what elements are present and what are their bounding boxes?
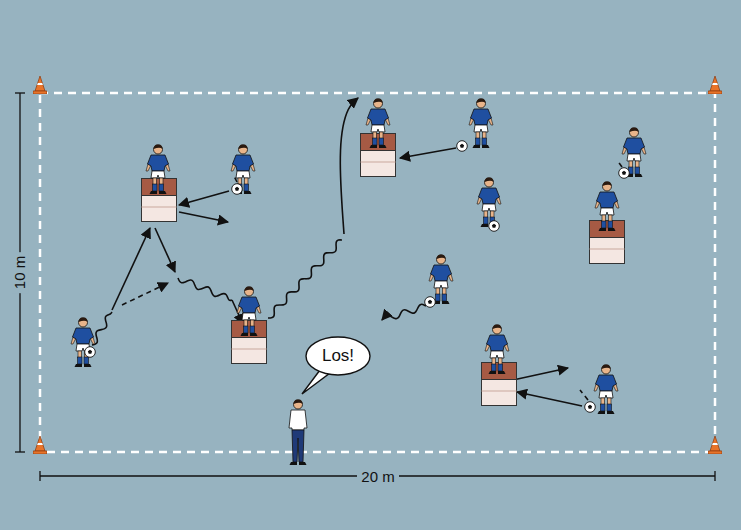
field-boundary: [40, 93, 715, 452]
movement-arrow: [92, 312, 112, 345]
speech-bubble: Los!: [305, 336, 371, 376]
movement-arrow: [617, 160, 622, 167]
movement-arrow: [340, 98, 358, 234]
speech-text: Los!: [322, 346, 354, 366]
bubble-body: [306, 337, 370, 375]
movement-arrow: [382, 304, 426, 320]
balls: [85, 141, 630, 413]
movement-arrow: [513, 368, 568, 380]
dimension-lines: [15, 93, 715, 481]
movement-arrows: [92, 98, 622, 406]
players: [71, 98, 646, 465]
movement-arrow: [400, 148, 456, 158]
movement-arrow: [112, 228, 150, 310]
movement-arrow: [580, 390, 588, 400]
boxes: [142, 134, 625, 406]
cones: [33, 76, 722, 454]
movement-arrow: [179, 212, 228, 222]
bubble-join: [321, 368, 329, 371]
dimension-label: 20 m: [357, 468, 398, 485]
movement-arrow: [268, 240, 342, 318]
movement-arrow: [178, 278, 232, 300]
movement-arrow: [122, 283, 168, 305]
movement-arrow: [517, 392, 582, 406]
movement-arrow: [179, 191, 229, 205]
movement-arrow: [155, 228, 175, 272]
dimension-label: 10 m: [12, 251, 29, 292]
